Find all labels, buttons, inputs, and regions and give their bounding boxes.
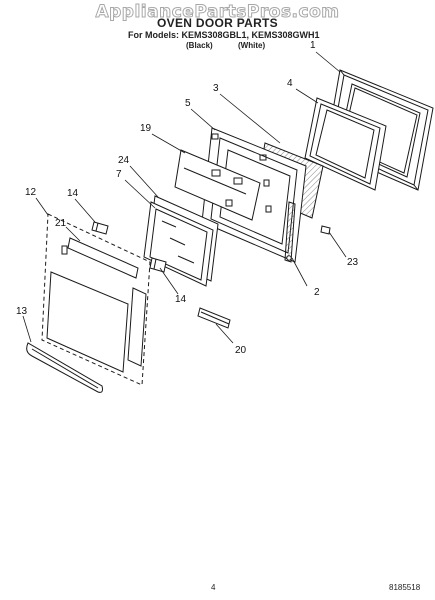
page-number: 4 — [211, 583, 216, 592]
callout-20: 20 — [235, 345, 247, 356]
callout-14-upper: 14 — [67, 188, 79, 199]
callout-19: 19 — [140, 123, 152, 134]
callout-1: 1 — [310, 40, 316, 51]
part-14-bracket-lower — [149, 257, 167, 273]
callout-21: 21 — [55, 218, 67, 229]
watermark: AppliancePartsPros.com — [95, 2, 340, 23]
callout-24: 24 — [118, 155, 130, 166]
variant-white-label: (White) — [238, 41, 266, 50]
part-12-outer-door — [41, 213, 151, 386]
callout-2: 2 — [314, 287, 320, 298]
callout-4: 4 — [287, 78, 293, 89]
leader-lines — [22, 51, 347, 344]
callout-3: 3 — [213, 83, 219, 94]
document-number: 8185518 — [389, 583, 421, 592]
diagram-title: OVEN DOOR PARTS — [157, 16, 278, 30]
callout-23: 23 — [347, 257, 359, 268]
part-14-bracket-upper — [91, 221, 109, 235]
variant-black-label: (Black) — [186, 41, 213, 50]
model-list: For Models: KEMS308GBL1, KEMS308GWH1 — [128, 30, 320, 40]
part-4-inner-frame — [304, 97, 387, 191]
part-2-hinge-strip — [284, 201, 296, 263]
callout-12: 12 — [25, 187, 37, 198]
part-20-trim — [197, 307, 231, 329]
callout-14-lower: 14 — [175, 294, 187, 305]
part-19-shield — [174, 149, 261, 221]
callout-5: 5 — [185, 98, 191, 109]
part-13-handle — [26, 342, 103, 393]
callout-7: 7 — [116, 169, 122, 180]
part-23-clip — [320, 225, 331, 235]
callout-13: 13 — [16, 306, 28, 317]
